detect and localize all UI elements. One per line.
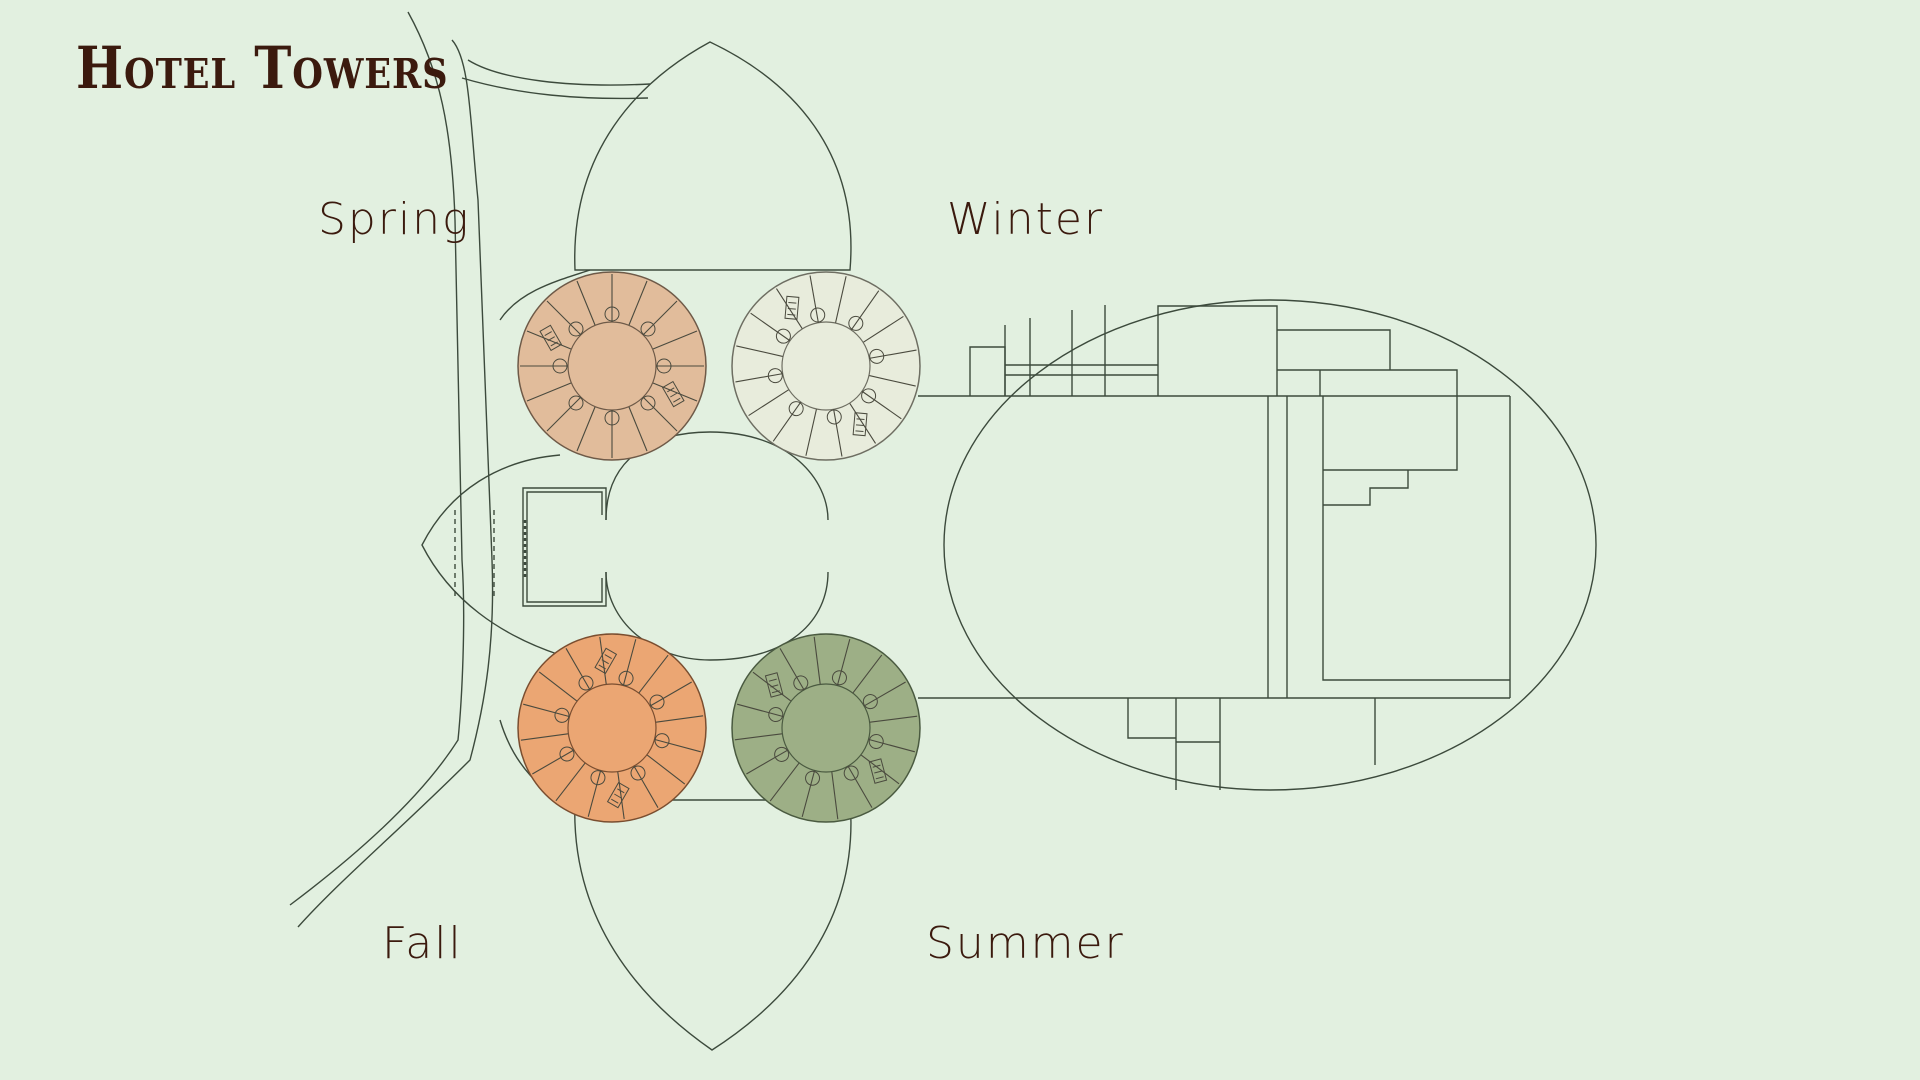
courtyard-loop — [605, 431, 829, 661]
page-title: Hotel Towers — [76, 34, 449, 102]
main-building-oval — [918, 299, 1597, 791]
tower-summer — [712, 614, 940, 842]
left-petal — [421, 454, 561, 656]
tower-winter — [697, 237, 955, 495]
bottom-petal — [574, 799, 852, 1051]
tower-label-winter: Winter — [947, 194, 1105, 245]
tower-label-fall: Fall — [382, 918, 463, 969]
top-petal — [574, 41, 852, 271]
tower-fall — [485, 601, 739, 855]
tower-label-summer: Summer — [926, 918, 1125, 969]
tower-label-spring: Spring — [318, 194, 471, 245]
tower-spring — [517, 271, 707, 461]
